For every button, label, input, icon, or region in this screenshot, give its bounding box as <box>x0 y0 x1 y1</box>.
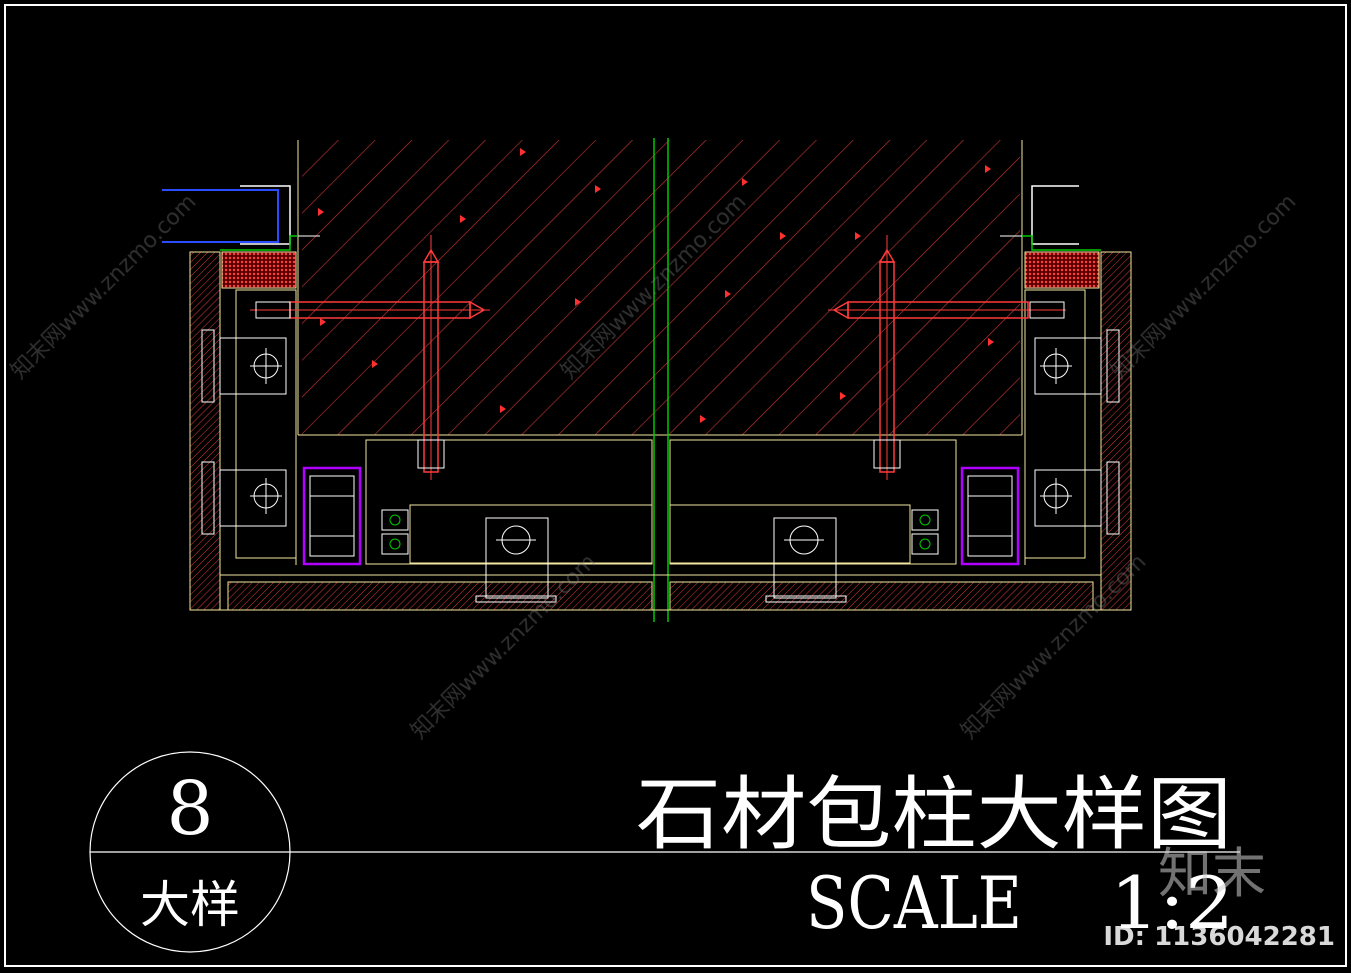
center-axis <box>653 138 669 622</box>
concrete-column <box>297 140 1023 436</box>
bolt-pair-left <box>381 509 409 555</box>
watermark-site-3: 知末网www.znzmo.com <box>1107 189 1302 384</box>
left-top-profile <box>162 185 320 251</box>
inner-frame <box>235 289 1086 565</box>
bottom-bracket-left <box>475 517 557 603</box>
drawing-frame <box>4 4 1347 967</box>
steel-channel-left <box>302 466 362 566</box>
scale-label: SCALE <box>806 861 1022 945</box>
stone-bracket-left-lower <box>201 461 287 535</box>
watermark-site-5: 知末网www.znzmo.com <box>957 549 1152 744</box>
drawing-title: 石材包柱大样图 <box>636 768 1232 861</box>
detail-number: 8 <box>166 766 213 852</box>
watermark-id: ID: 1136042281 <box>1103 922 1335 952</box>
stone-bracket-right-lower <box>1034 461 1120 535</box>
detail-label: 大样 <box>140 876 240 934</box>
right-top-profile <box>1000 185 1101 251</box>
scale-value: 1:2 <box>1110 861 1234 945</box>
detail-marker: 8 大样 <box>89 751 1240 953</box>
watermark-site-1: 知末网www.znzmo.com <box>7 189 202 384</box>
stone-bracket-left-upper <box>201 329 287 403</box>
watermark-brand: 知末 <box>1158 842 1266 905</box>
bolt-pair-right <box>911 509 939 555</box>
bottom-bracket-right <box>765 517 847 603</box>
anchor-bolt-right <box>828 235 1066 480</box>
sealant-blocks <box>221 251 1100 289</box>
stone-bracket-right-upper <box>1034 329 1120 403</box>
watermark-site-4: 知末网www.znzmo.com <box>407 549 602 744</box>
anchor-bolt-left <box>250 235 490 480</box>
steel-channel-right <box>960 466 1020 566</box>
stone-cladding <box>189 251 1132 611</box>
